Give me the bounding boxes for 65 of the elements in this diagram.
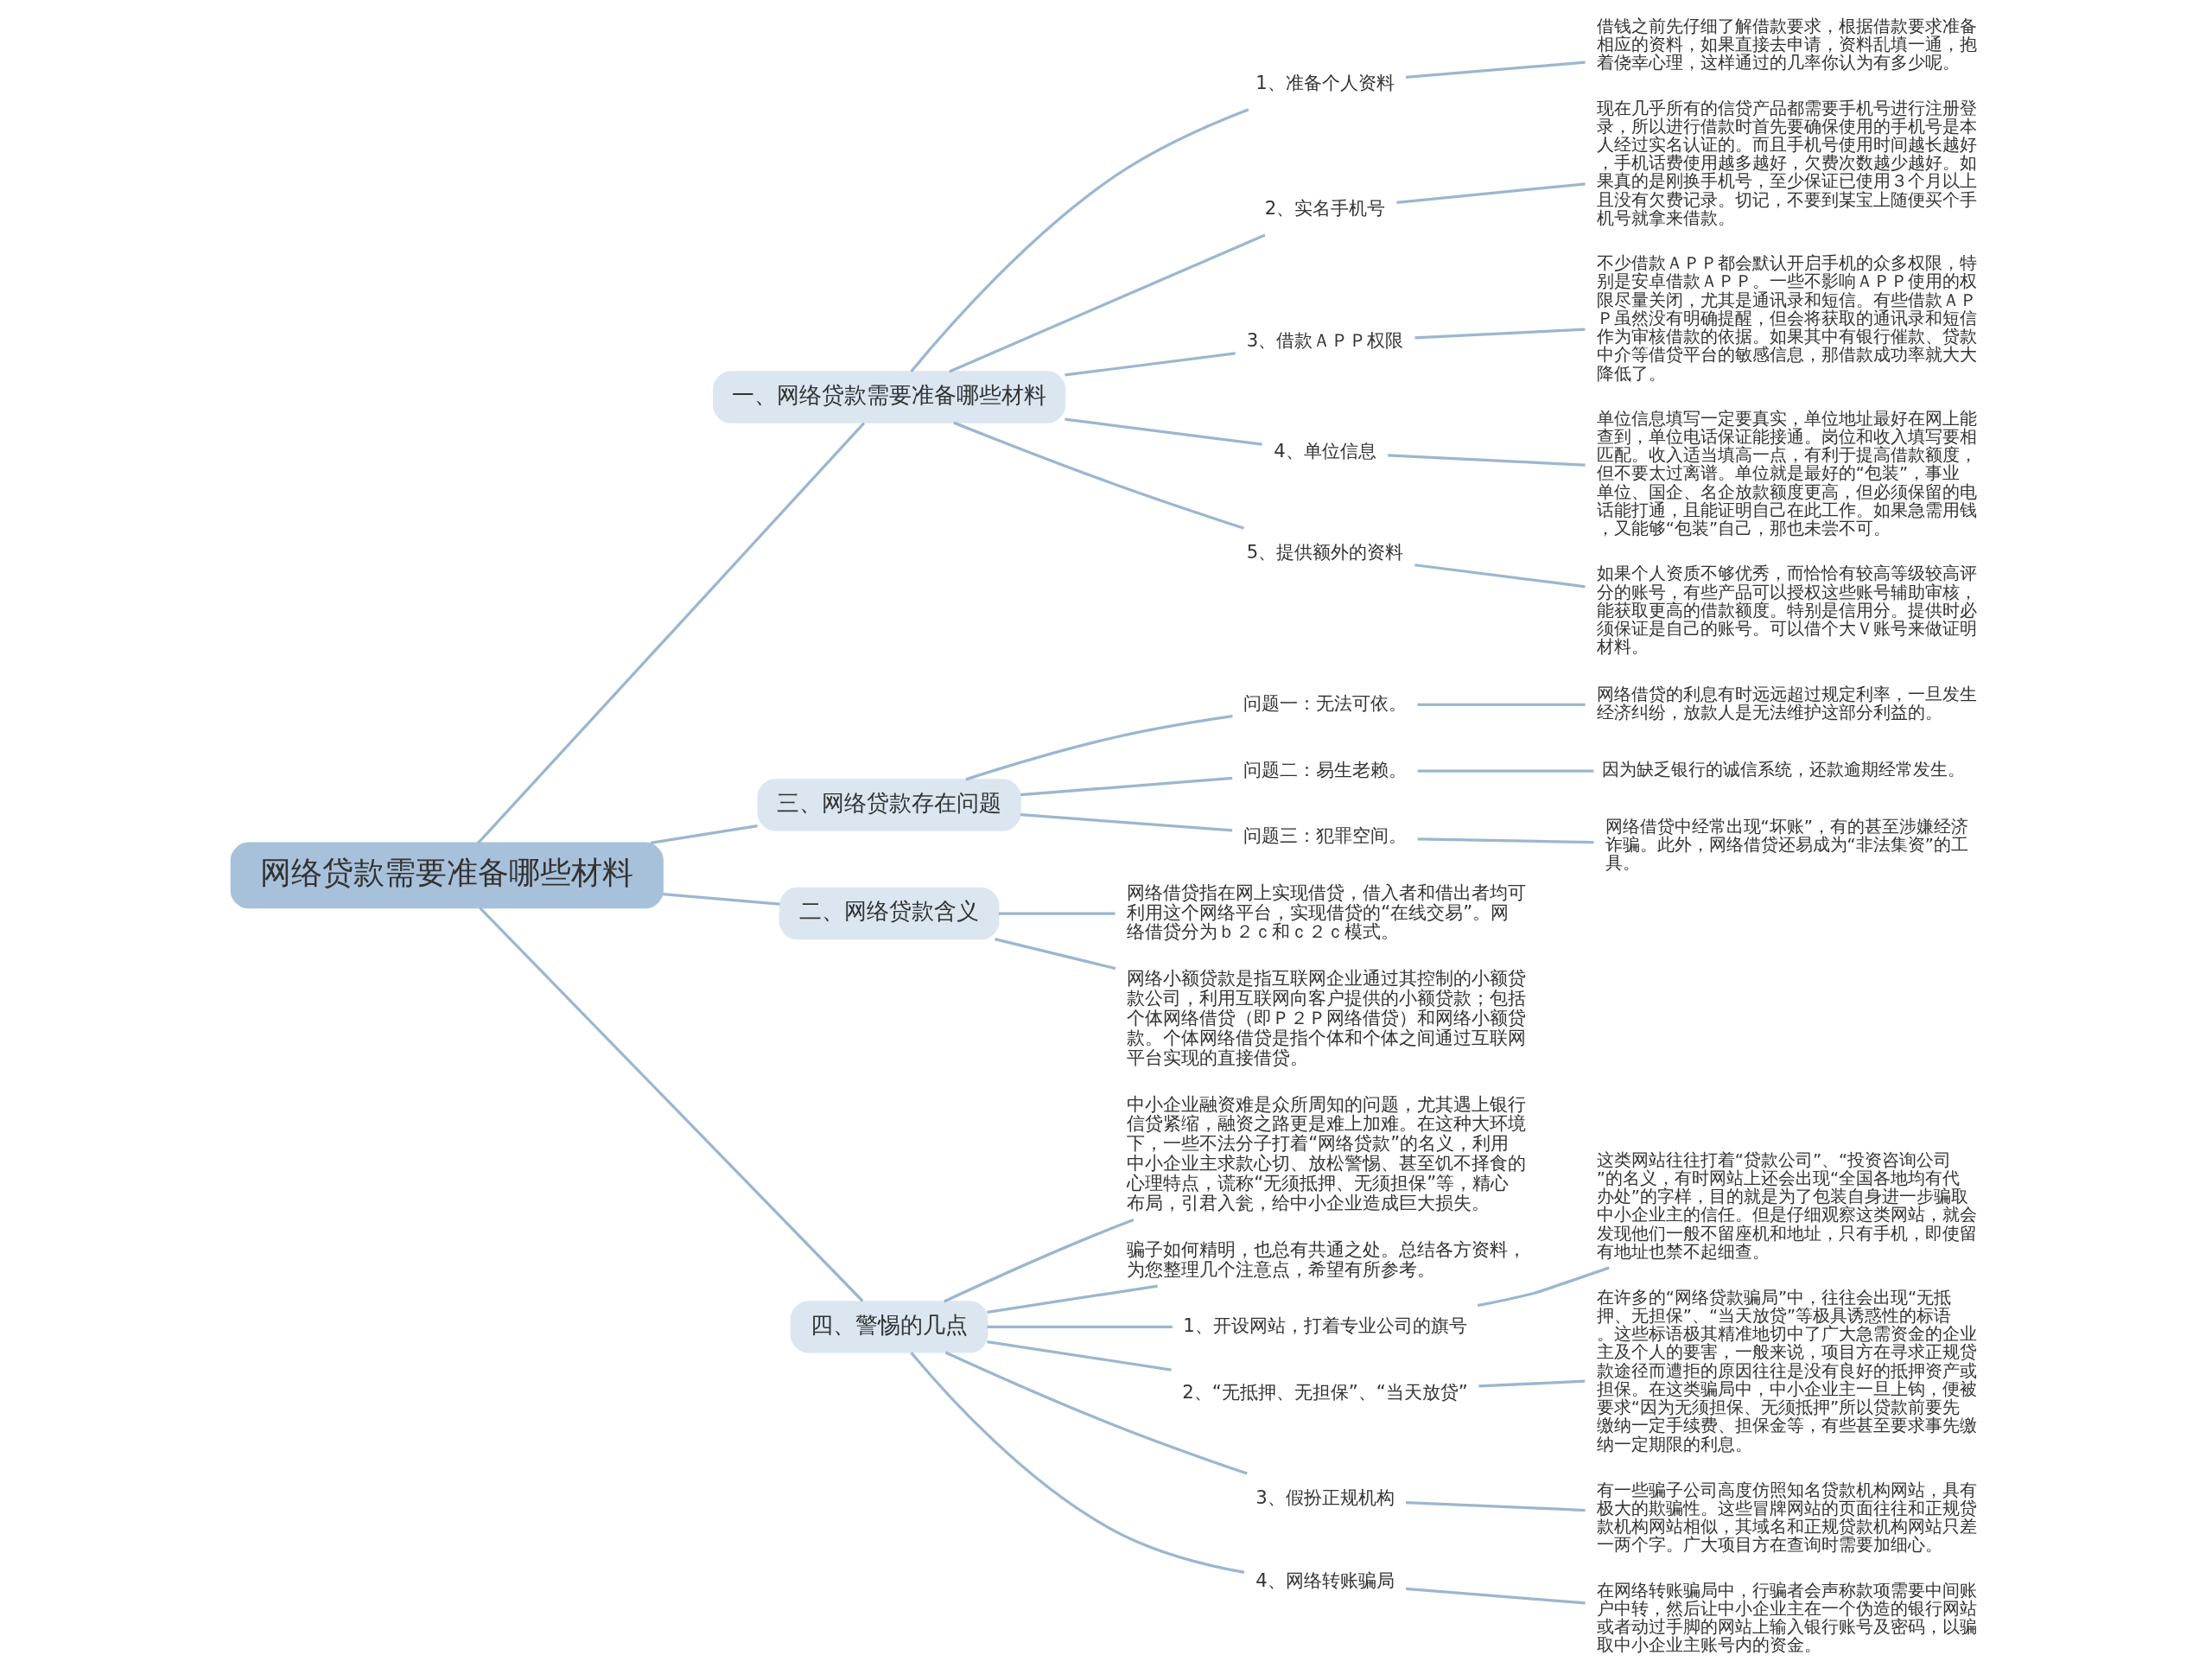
connector	[994, 937, 1116, 971]
node-text: 网络借贷的利息有时远远超过规定利率，一旦发生经济纠纷，放款人是无法维护这部分利益的。	[1596, 684, 1977, 723]
connector	[662, 892, 779, 906]
connector	[478, 907, 864, 1302]
connector	[1414, 328, 1585, 340]
node-text: 1、开设网站，打着专业公司的旗号	[1182, 1314, 1467, 1336]
node-text: 问题三：犯罪空间。	[1243, 824, 1407, 847]
connector	[1417, 703, 1586, 707]
connector	[952, 421, 1244, 530]
node-text: 网络借贷中经常出现“坏账”，有的甚至涉嫌经济诈骗。此外，网络借贷还易成为“非法集资”的工具。	[1605, 816, 1968, 873]
connector	[1020, 813, 1232, 832]
connector	[1478, 1379, 1585, 1388]
node-text: 单位信息填写一定要真实，单位地址最好在网上能查到，单位电话保证能接通。岗位和收入填写要相匹配。收入适当填高一点，有利于提高借款额度，但不要太过离谱。单位就是最好的“包装”，事业单位、国企、名企放款额度更高，但必须保留的电话能打通，且能证明自己在此工作。如果急需用钱，又能够“包装”自己，那也未尝不可。	[1596, 408, 1977, 539]
connector	[964, 715, 1233, 781]
connector	[1414, 563, 1586, 589]
connector	[1405, 1587, 1586, 1605]
node-box: 三、网络贷款存在问题	[756, 779, 1021, 831]
connector	[1064, 352, 1236, 377]
node-text: 网络小额贷款是指互联网企业通过其控制的小额贷款公司，利用互联网向客户提供的小额贷款；包括个体网络借贷（即Ｐ２Ｐ网络借贷）和网络小额贷款。个体网络借贷是指个体和个体之间通过互联网平台实现的直接借贷。	[1126, 967, 1526, 1068]
connector	[1405, 1500, 1586, 1512]
connector	[1064, 417, 1262, 446]
connector	[909, 1352, 1244, 1575]
node-text: 4、网络转账骗局	[1255, 1569, 1395, 1592]
connector	[476, 422, 865, 844]
connector	[943, 1218, 1134, 1303]
connector	[1395, 182, 1586, 204]
connector	[986, 1284, 1158, 1314]
connector	[1417, 769, 1593, 773]
node-text: 不少借款ＡＰＰ都会默认开启手机的众多权限，特别是安卓借款ＡＰＰ。一些不影响ＡＰＰ使用的权限尽量关闭，尤其是通讯录和短信。有些借款ＡＰＰ虽然没有明确提醒，但会将获取的通讯录和短信作为审核借款的依据。如果其中有银行催款、贷款中介等借贷平台的敏感信息，那借款成功率就大大降低了。	[1596, 253, 1977, 384]
connector	[1417, 837, 1593, 844]
connector	[986, 1340, 1172, 1372]
node-box: 二、网络贷款含义	[779, 887, 999, 940]
node-text: 5、提供额外的资料	[1246, 541, 1403, 563]
connector	[1477, 1266, 1610, 1308]
node-box: 四、警惕的几点	[790, 1301, 988, 1353]
connector	[944, 1351, 1248, 1475]
node-text: 因为缺乏银行的诚信系统，还款逾期经常发生。	[1601, 760, 1965, 780]
connector	[948, 233, 1266, 373]
node-text: 4、单位信息	[1273, 439, 1376, 461]
connector	[1405, 60, 1586, 80]
node-text: 现在几乎所有的信贷产品都需要手机号进行注册登录，所以进行借款时首先要确保使用的手机号是本人经过实名认证的。而且手机号使用时间越长越好，手机话费使用越多越好，欠费次数越少越好。如果真的是刚换手机号，至少保证已使用３个月以上且没有欠费记录。切记，不要到某宝上随便买个手机号就拿来借款。	[1596, 98, 1977, 228]
node-text: 3、假扮正规机构	[1255, 1486, 1395, 1509]
node-text: 骗子如何精明，也总有共通之处。总结各方资料，为您整理几个注意点，希望有所参考。	[1126, 1238, 1526, 1280]
node-text: 如果个人资质不够优秀，而恰恰有较高等级较高评分的账号，有些产品可以授权这些账号辅助审核，能获取更高的借款额度。特别是信用分。提供时必须保证是自己的账号。可以借个大Ｖ账号来做证明材料。	[1596, 563, 1977, 658]
node-text: 有一些骗子公司高度仿照知名贷款机构网站，具有极大的欺骗性。这些冒牌网站的页面往往和正规贷款机构网站相似，其域名和正规贷款机构网站只差一两个字。广大项目方在查询时需要加细心。	[1596, 1480, 1977, 1556]
node-text: 在许多的“网络贷款骗局”中，往往会出现“无抵押、无担保”、“当天放贷”等极具诱惑性的标语。这些标语极其精准地切中了广大急需资金的企业主及个人的要害，一般来说，项目方在寻求正规贷款途径而遭拒的原因往往是没有良好的抵押资产或担保。在这类骗局中，中小企业主一旦上钩，便被要求“因为无须担保、无须抵押”所以贷款前要先缴纳一定手续费、担保金等，有些甚至要求事先缴纳一定期限的利息。	[1596, 1287, 1977, 1454]
node-text: 中小企业融资难是众所周知的问题，尤其遇上银行信贷紧缩，融资之路更是难上加难。在这种大环境下，一些不法分子打着“网络贷款”的名义，利用中小企业主求款心切、放松警惕、甚至饥不择食的心理特点，谎称“无须抵押、无须担保”等，精心布局，引君入瓮，给中小企业造成巨大损失。	[1126, 1092, 1526, 1213]
node-box: 一、网络贷款需要准备哪些材料	[712, 371, 1065, 423]
connector	[1387, 454, 1586, 467]
node-text: 问题二：易生老赖。	[1243, 758, 1407, 780]
connector	[998, 912, 1116, 915]
node-box: 网络贷款需要准备哪些材料	[230, 842, 664, 909]
connector	[650, 824, 758, 845]
node-text: 2、实名手机号	[1264, 196, 1385, 219]
node-text: 问题一：无法可依。	[1243, 692, 1407, 714]
node-text: 2、“无抵押、无担保”、“当天放贷”	[1181, 1380, 1468, 1403]
node-text: 借钱之前先仔细了解借款要求，根据借款要求准备相应的资料，如果直接去申请，资料乱填一通，抱着侥幸心理，这样通过的几率你认为有多少呢。	[1596, 16, 1977, 73]
connector	[1020, 776, 1232, 797]
node-text: 网络借贷指在网上实现借贷，借入者和借出者均可利用这个网络平台，实现借贷的“在线交易”。网络借贷分为ｂ２ｃ和ｃ２ｃ模式。	[1126, 881, 1526, 943]
connector	[987, 1325, 1173, 1329]
node-text: 1、准备个人资料	[1255, 71, 1395, 93]
node-text: 在网络转账骗局中，行骗者会声称款项需要中间账户中转，然后让中小企业主在一个伪造的银行网站或者动过手脚的网站上输入银行账号及密码，以骗取中小企业主账号内的资金。	[1596, 1580, 1977, 1656]
node-text: 3、借款ＡＰＰ权限	[1246, 329, 1403, 352]
connector	[909, 108, 1249, 372]
node-text: 这类网站往往打着“贷款公司”、“投资咨询公司”的名义，有时网站上还会出现“全国各地均有代办处”的字样，目的就是为了包装自身进一步骗取中小企业主的信任。但是仔细观察这类网站，就会发现他们一般不留座机和地址，只有手机，即使留有地址也禁不起细查。	[1596, 1149, 1977, 1262]
